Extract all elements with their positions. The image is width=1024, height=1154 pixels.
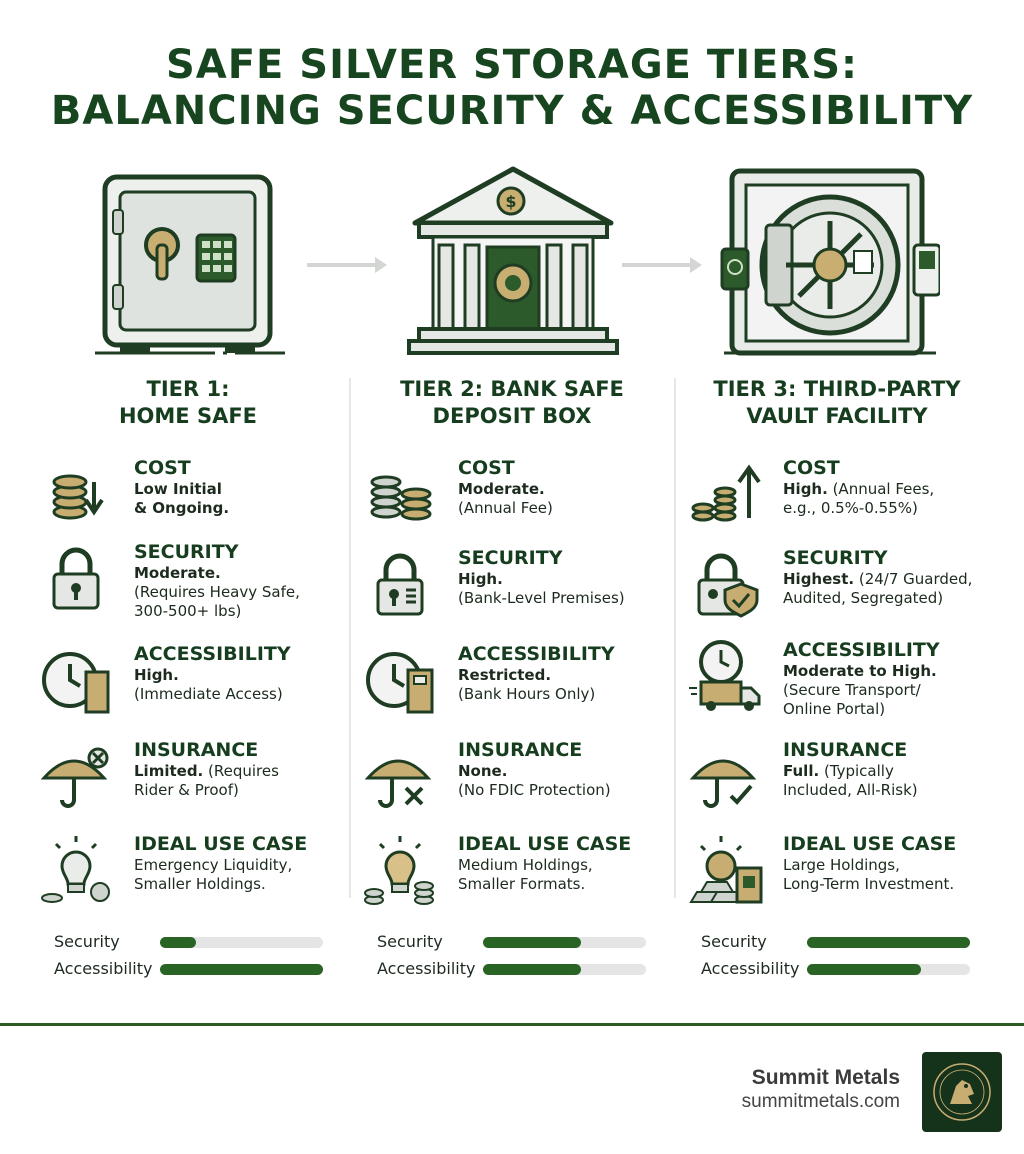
row-category: COST — [134, 457, 191, 479]
umbrella-x-icon — [364, 759, 432, 808]
padlock-shield-icon — [697, 553, 759, 618]
umbrella-x-icon — [40, 747, 109, 808]
row-category: INSURANCE — [458, 739, 583, 761]
padlock-icon — [376, 553, 424, 616]
row-category: INSURANCE — [783, 739, 908, 761]
rating-track — [807, 937, 970, 948]
rating-fill — [160, 937, 196, 948]
rating-label: Accessibility — [377, 959, 476, 978]
rating-fill — [483, 964, 581, 975]
tier-title-line-2: VAULT FACILITY — [746, 404, 928, 428]
footer-divider — [0, 1023, 1024, 1026]
rating-track — [807, 964, 970, 975]
security-rating: Security — [377, 931, 657, 953]
rating-track — [483, 937, 646, 948]
rating-label: Accessibility — [54, 959, 153, 978]
tier-3-column: TIER 3: THIRD-PARTY VAULT FACILITY COST … — [687, 376, 987, 904]
rating-label: Security — [377, 932, 443, 951]
arrow-right-icon — [622, 257, 702, 273]
tier-title-line-2: HOME SAFE — [118, 404, 258, 428]
arrow-right-icon — [307, 257, 387, 273]
title-line-1: SAFE SILVER STORAGE TIERS: — [165, 42, 859, 88]
page-title: SAFE SILVER STORAGE TIERS: BALANCING SEC… — [0, 42, 1024, 134]
tier-1-column: TIER 1: HOME SAFE COST Low Initial & Ong… — [38, 376, 338, 903]
row-category: IDEAL USE CASE — [783, 833, 957, 855]
rating-track — [483, 964, 646, 975]
column-divider — [674, 378, 676, 898]
tier-title: TIER 1: HOME SAFE — [38, 376, 338, 430]
svg-text:$: $ — [505, 192, 516, 211]
rating-label: Security — [701, 932, 767, 951]
brand-block: Summit Metals summitmetals.com — [742, 1066, 900, 1114]
coin-stacks-icon — [370, 475, 432, 521]
row-category: SECURITY — [458, 547, 563, 569]
row-category: ACCESSIBILITY — [458, 643, 615, 665]
row-category: SECURITY — [783, 547, 888, 569]
clock-truck-icon — [689, 640, 761, 711]
lightbulb-coins-icon — [364, 836, 434, 905]
rating-label: Accessibility — [701, 959, 800, 978]
row-category: ACCESSIBILITY — [783, 639, 940, 661]
tier-2-column: TIER 2: BANK SAFE DEPOSIT BOX COST Moder… — [362, 376, 662, 905]
title-line-2: BALANCING SECURITY & ACCESSIBILITY — [50, 88, 974, 134]
umbrella-check-icon — [689, 759, 757, 808]
tier-title-line-1: TIER 1: — [146, 377, 230, 401]
row-category: COST — [458, 457, 515, 479]
rating-label: Security — [54, 932, 120, 951]
row-category: SECURITY — [134, 541, 239, 563]
row-category: IDEAL USE CASE — [458, 833, 632, 855]
accessibility-rating: Accessibility — [377, 958, 657, 980]
rating-fill — [483, 937, 581, 948]
tier-title: TIER 2: BANK SAFE DEPOSIT BOX — [362, 376, 662, 430]
rating-track — [160, 964, 323, 975]
clock-vault-door-icon — [366, 652, 434, 714]
brand-url[interactable]: summitmetals.com — [741, 1091, 900, 1112]
bank-vault-illustration — [720, 168, 940, 356]
rating-track — [160, 937, 323, 948]
coins-down-icon — [52, 474, 104, 520]
row-category: ACCESSIBILITY — [134, 643, 291, 665]
brand-name: Summit Metals — [751, 1066, 900, 1089]
padlock-icon — [52, 547, 100, 610]
lightbulb-coins-icon — [41, 836, 110, 903]
coins-up-icon — [691, 464, 761, 522]
lion-crest-icon — [933, 1063, 991, 1121]
column-divider — [349, 378, 351, 898]
sun-gold-bars-icon — [689, 836, 763, 904]
accessibility-rating: Accessibility — [54, 958, 334, 980]
tier-title-line-2: DEPOSIT BOX — [432, 404, 592, 428]
summit-metals-logo — [922, 1052, 1002, 1132]
rating-fill — [807, 964, 922, 975]
home-safe-illustration — [95, 174, 285, 355]
rating-fill — [160, 964, 323, 975]
clock-door-icon — [42, 652, 110, 714]
bank-building-illustration: $ — [407, 166, 619, 355]
security-rating: Security — [701, 931, 981, 953]
accessibility-rating: Accessibility — [701, 958, 981, 980]
row-category: IDEAL USE CASE — [134, 833, 308, 855]
security-rating: Security — [54, 931, 334, 953]
rating-fill — [807, 937, 970, 948]
tier-title-line-1: TIER 3: THIRD-PARTY — [713, 377, 961, 401]
row-category: INSURANCE — [134, 739, 259, 761]
row-category: COST — [783, 457, 840, 479]
tier-title-line-1: TIER 2: BANK SAFE — [400, 377, 624, 401]
tier-title: TIER 3: THIRD-PARTY VAULT FACILITY — [687, 376, 987, 430]
